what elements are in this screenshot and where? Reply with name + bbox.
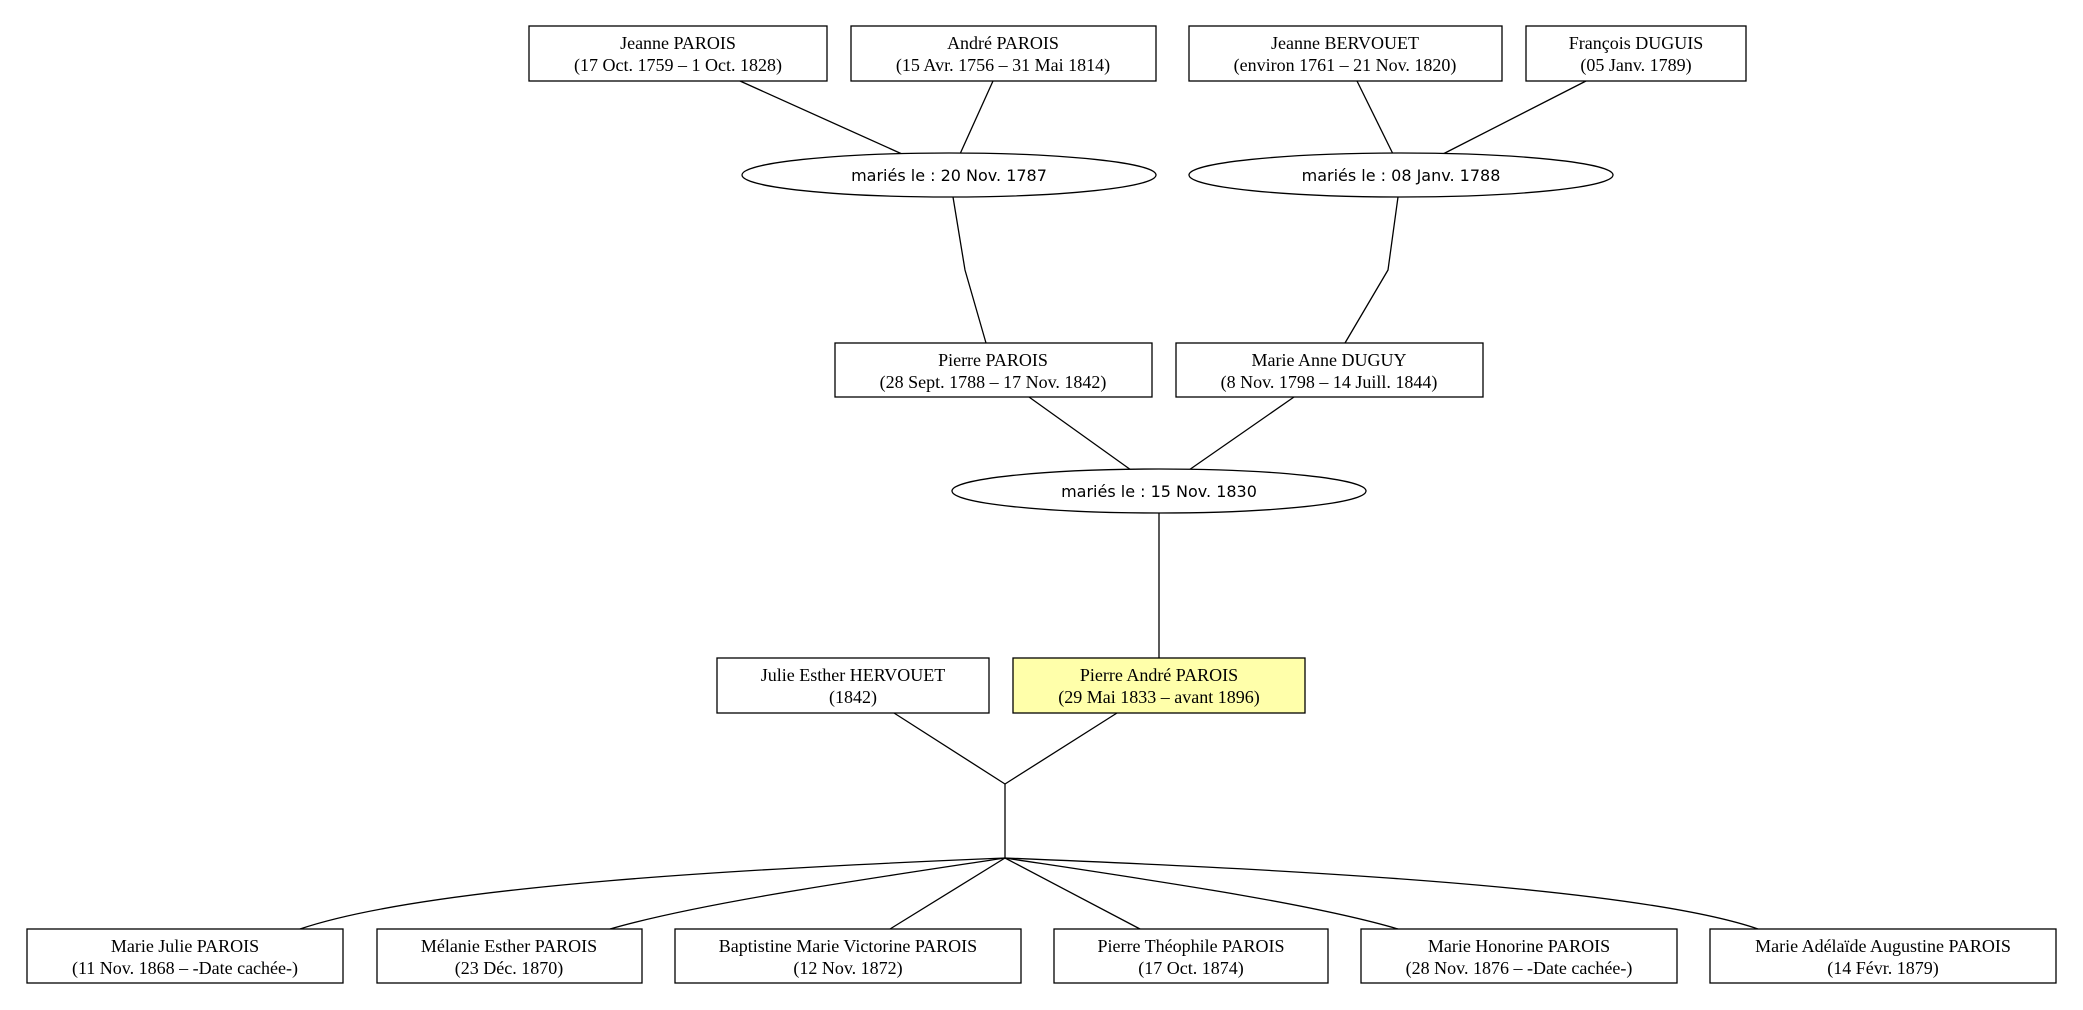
person-name: Pierre Théophile PAROIS [1098, 936, 1285, 956]
edge-francois-duguis-m2 [1442, 80, 1587, 155]
edge-julie-hervouet-family [893, 712, 1006, 785]
person-name: Marie Adélaïde Augustine PAROIS [1755, 936, 2011, 956]
person-name: Marie Anne DUGUY [1252, 350, 1407, 370]
person-dates: (23 Déc. 1870) [455, 958, 563, 979]
person-box-jeanne-parois[interactable]: Jeanne PAROIS (17 Oct. 1759 – 1 Oct. 182… [528, 25, 828, 82]
person-dates: (05 Janv. 1789) [1580, 55, 1691, 76]
edge-family-child1 [299, 857, 1006, 930]
edge-jeanne-bervouet-m2 [1356, 80, 1394, 155]
person-dates: (environ 1761 – 21 Nov. 1820) [1234, 55, 1457, 76]
person-dates: (17 Oct. 1874) [1138, 958, 1243, 979]
person-dates: (28 Nov. 1876 – -Date cachée-) [1406, 958, 1633, 979]
person-dates: (14 Févr. 1879) [1827, 958, 1939, 979]
person-box-marie-honorine-parois[interactable]: Marie Honorine PAROIS (28 Nov. 1876 – -D… [1360, 928, 1678, 984]
marriage-node-1788[interactable]: mariés le : 08 Janv. 1788 [1188, 152, 1614, 198]
person-name: Pierre André PAROIS [1080, 665, 1238, 685]
marriage-label: mariés le : 15 Nov. 1830 [1061, 482, 1257, 501]
person-box-marie-adelaide-augustine-parois[interactable]: Marie Adélaïde Augustine PAROIS (14 Févr… [1709, 928, 2057, 984]
edge-family-child3 [889, 857, 1006, 930]
person-name: Pierre PAROIS [938, 350, 1048, 370]
person-dates: (1842) [829, 687, 877, 708]
person-box-pierre-theophile-parois[interactable]: Pierre Théophile PAROIS (17 Oct. 1874) [1053, 928, 1329, 984]
person-name: Julie Esther HERVOUET [761, 665, 946, 685]
person-name: Marie Honorine PAROIS [1428, 936, 1610, 956]
person-box-andre-parois[interactable]: André PAROIS (15 Avr. 1756 – 31 Mai 1814… [850, 25, 1157, 82]
marriage-label: mariés le : 20 Nov. 1787 [851, 166, 1047, 185]
edge-jeanne-parois-m1 [739, 80, 903, 155]
person-name: Mélanie Esther PAROIS [421, 936, 597, 956]
person-dates: (11 Nov. 1868 – -Date cachée-) [72, 958, 298, 979]
marriage-node-1787[interactable]: mariés le : 20 Nov. 1787 [741, 152, 1157, 198]
person-box-baptistine-marie-victorine-parois[interactable]: Baptistine Marie Victorine PAROIS (12 No… [674, 928, 1022, 984]
person-dates: (12 Nov. 1872) [793, 958, 902, 979]
edge-family-child6 [1004, 857, 1759, 930]
edge-pierre-andre-family [1004, 712, 1118, 785]
person-name: Baptistine Marie Victorine PAROIS [719, 936, 977, 956]
person-name: Jeanne BERVOUET [1271, 33, 1419, 53]
person-box-francois-duguis[interactable]: François DUGUIS (05 Janv. 1789) [1525, 25, 1747, 82]
person-box-marie-anne-duguy[interactable]: Marie Anne DUGUY (8 Nov. 1798 – 14 Juill… [1175, 342, 1484, 398]
edge-family-child5 [1004, 857, 1399, 930]
person-dates: (17 Oct. 1759 – 1 Oct. 1828) [574, 55, 782, 76]
edge-m1-pierre-parois [952, 196, 987, 344]
person-box-pierre-parois[interactable]: Pierre PAROIS (28 Sept. 1788 – 17 Nov. 1… [834, 342, 1153, 398]
person-dates: (28 Sept. 1788 – 17 Nov. 1842) [880, 372, 1107, 393]
edge-m2-marie-anne-duguy [1344, 196, 1399, 344]
person-dates: (29 Mai 1833 – avant 1896) [1058, 687, 1259, 708]
person-name: Jeanne PAROIS [620, 33, 736, 53]
person-box-marie-julie-parois[interactable]: Marie Julie PAROIS (11 Nov. 1868 – -Date… [26, 928, 344, 984]
person-box-melanie-esther-parois[interactable]: Mélanie Esther PAROIS (23 Déc. 1870) [376, 928, 643, 984]
person-name: François DUGUIS [1569, 33, 1704, 53]
person-name: André PAROIS [947, 33, 1059, 53]
marriage-node-1830[interactable]: mariés le : 15 Nov. 1830 [951, 468, 1367, 514]
edge-family-child4 [1004, 857, 1141, 930]
edge-pierre-parois-m3 [1028, 396, 1132, 471]
person-name: Marie Julie PAROIS [111, 936, 259, 956]
edge-andre-parois-m1 [959, 80, 994, 155]
person-box-pierre-andre-parois[interactable]: Pierre André PAROIS (29 Mai 1833 – avant… [1012, 657, 1306, 714]
edge-family-child2 [609, 857, 1006, 930]
connector-lines [299, 80, 1759, 930]
person-box-julie-esther-hervouet[interactable]: Julie Esther HERVOUET (1842) [716, 657, 990, 714]
person-box-jeanne-bervouet[interactable]: Jeanne BERVOUET (environ 1761 – 21 Nov. … [1188, 25, 1503, 82]
person-dates: (8 Nov. 1798 – 14 Juill. 1844) [1221, 372, 1438, 393]
edge-marie-anne-duguy-m3 [1188, 396, 1295, 471]
marriage-label: mariés le : 08 Janv. 1788 [1302, 166, 1501, 185]
person-dates: (15 Avr. 1756 – 31 Mai 1814) [896, 55, 1110, 76]
